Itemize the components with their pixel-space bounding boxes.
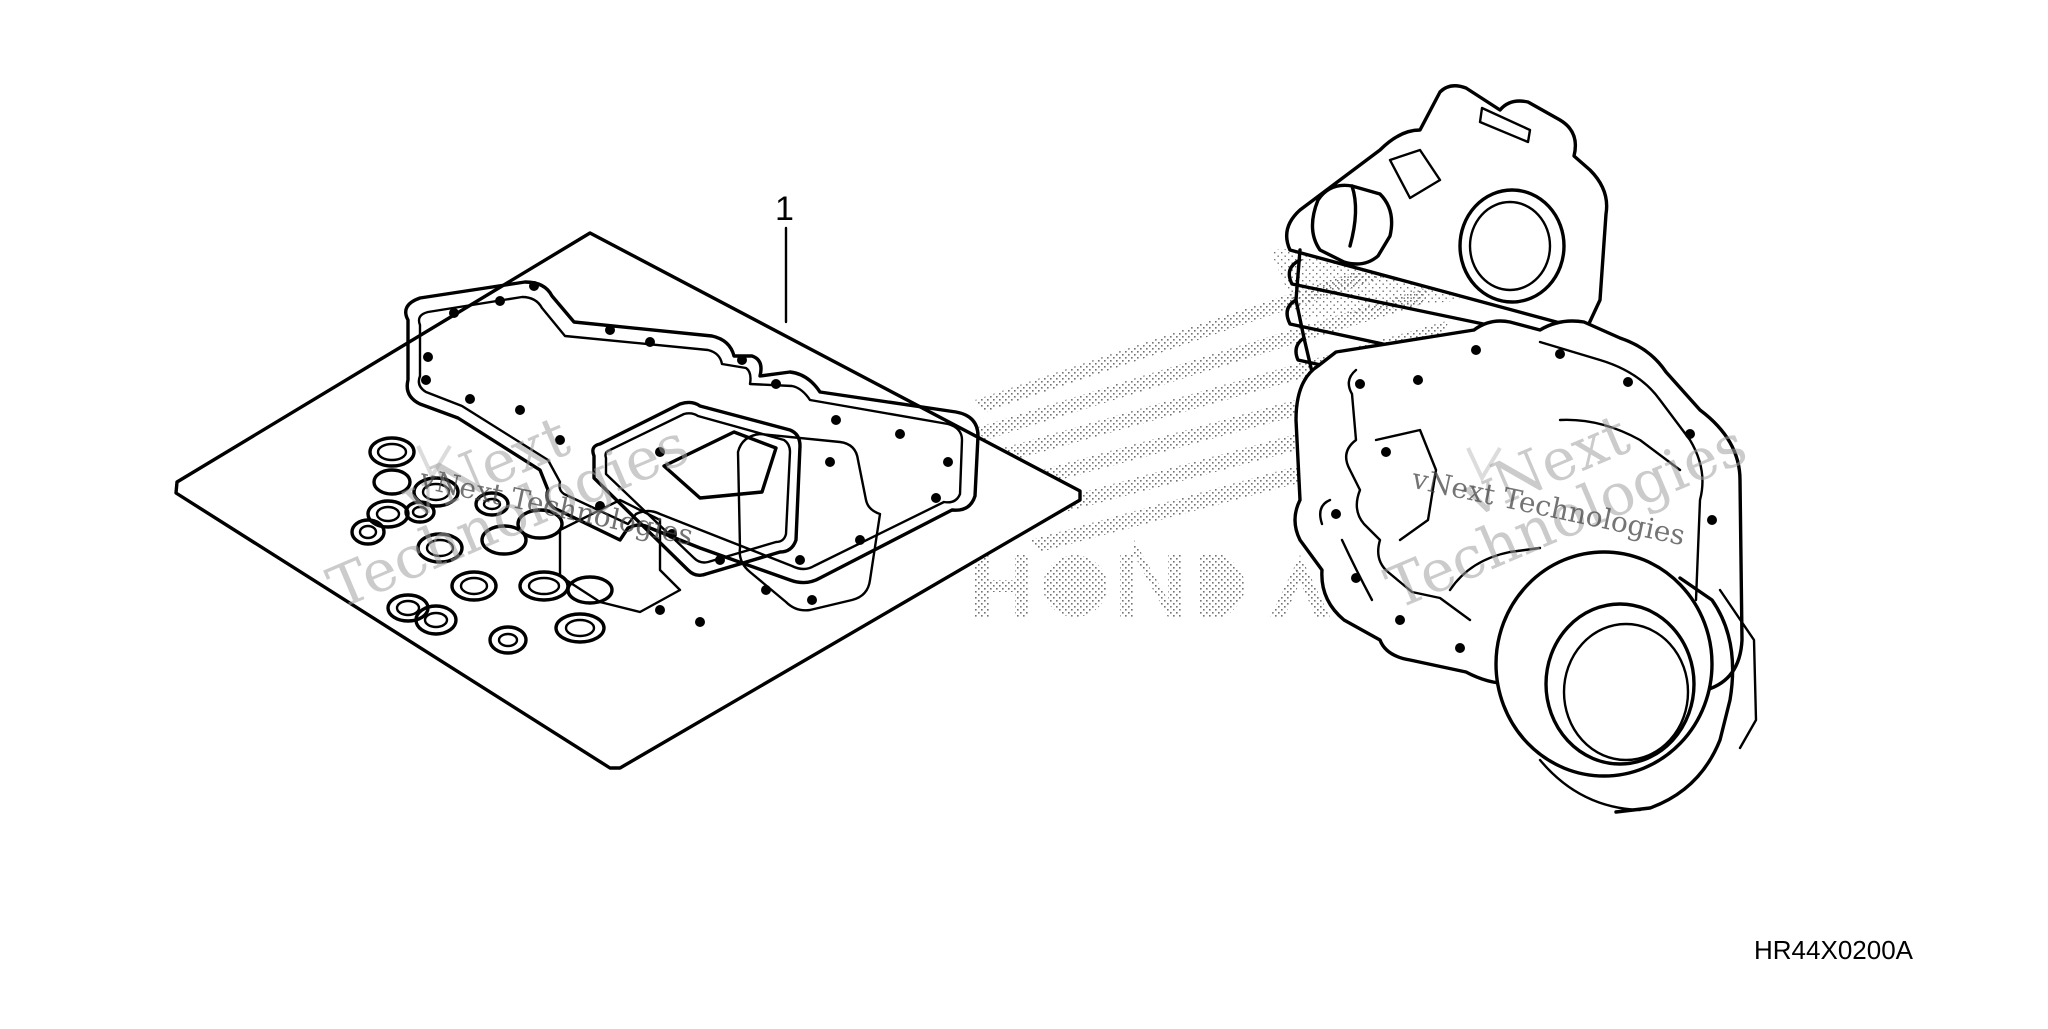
o-ring-set: [350, 436, 614, 655]
callout-number: 1: [775, 190, 794, 228]
engine-illustration: [1285, 84, 1758, 814]
gasket-kit-sheet: [174, 231, 1082, 770]
watermark-v-mark: [416, 444, 1502, 483]
diagram-code: HR44X0200A: [1754, 935, 1913, 965]
